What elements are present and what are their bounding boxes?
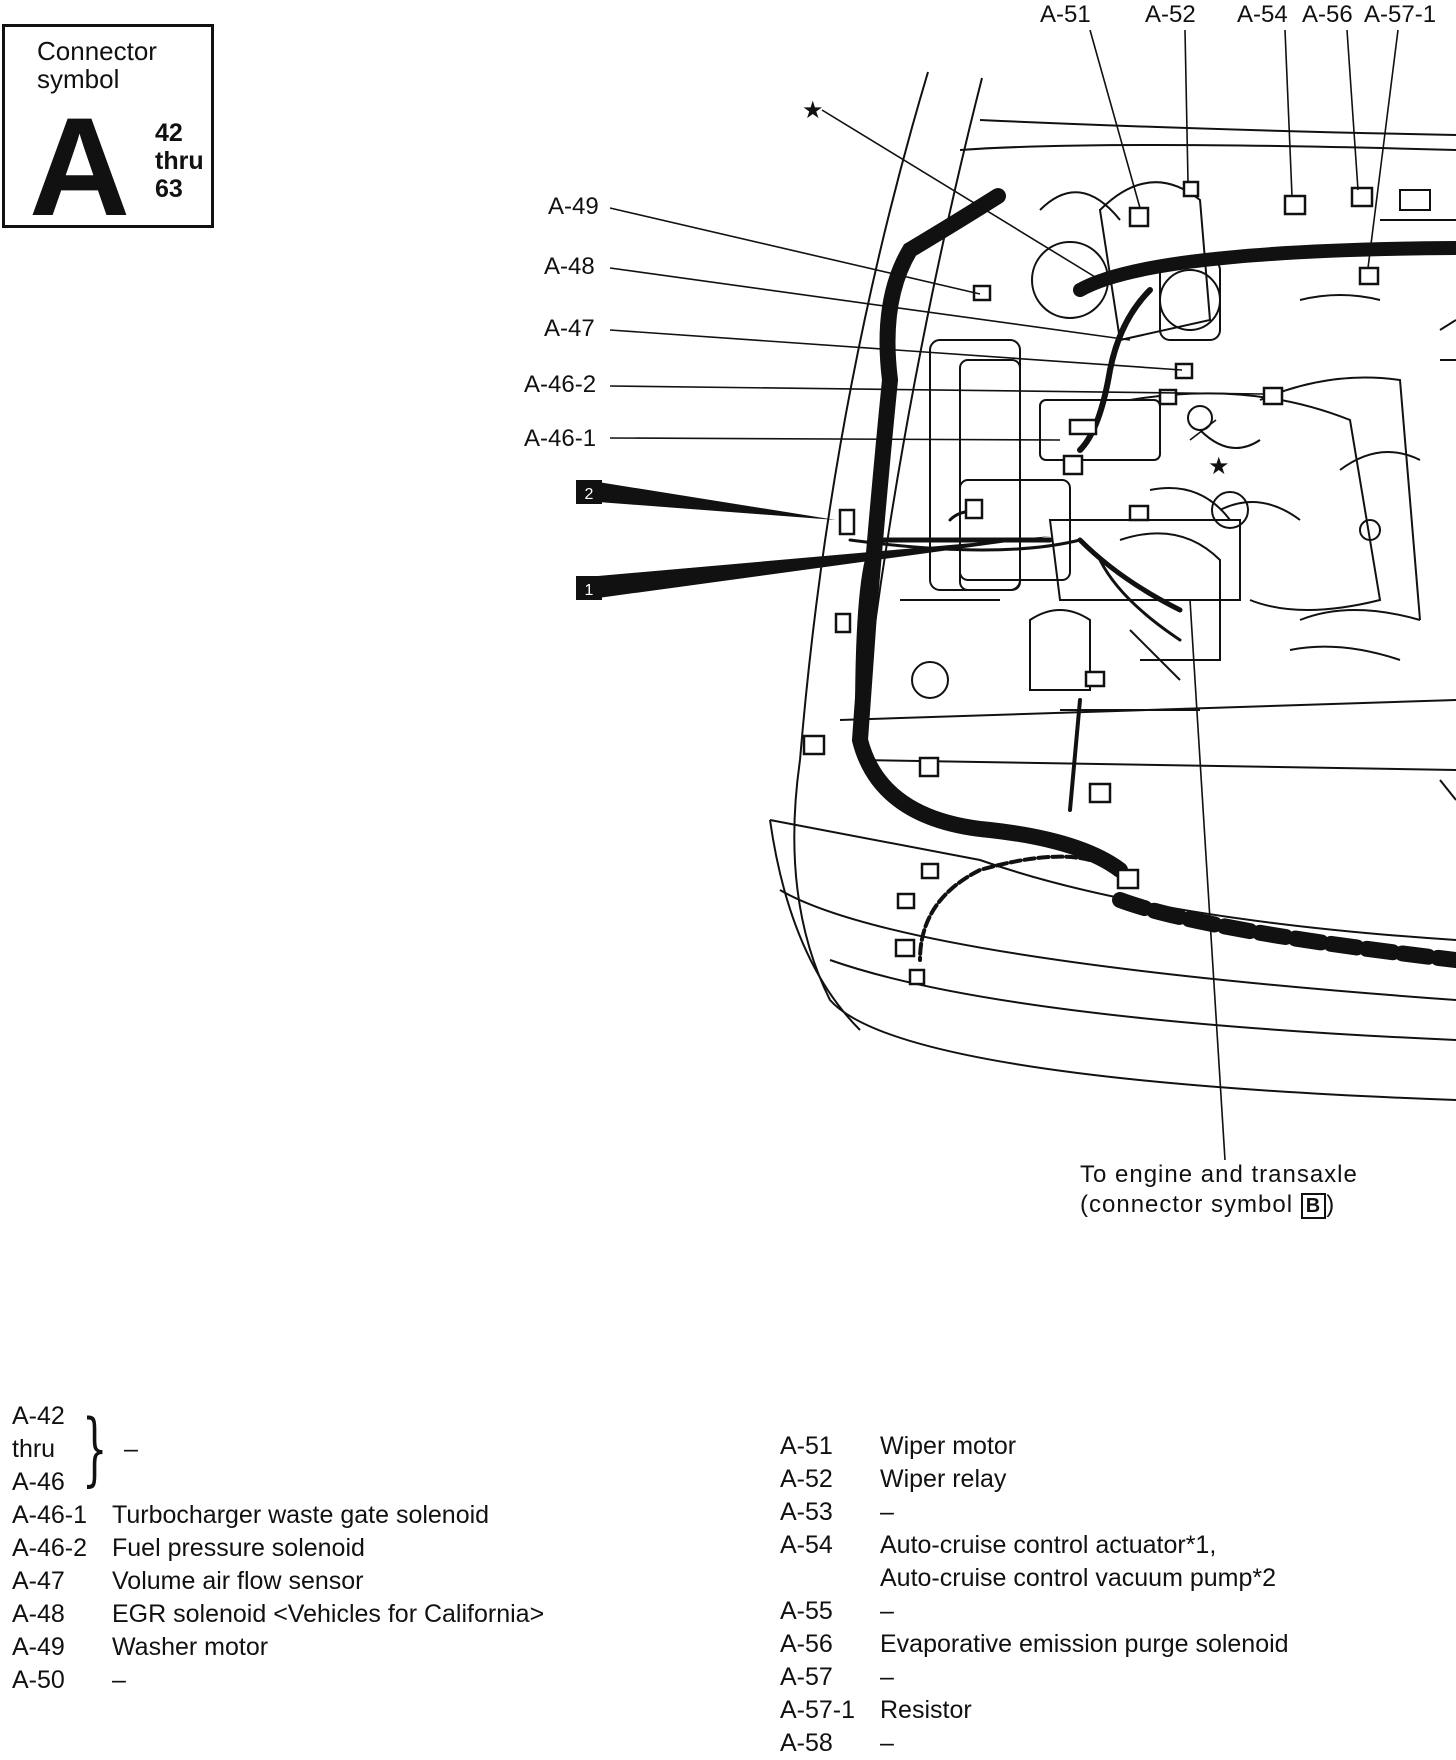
wiring-harness: [848, 188, 1456, 968]
legend-row: A-46-2 Fuel pressure solenoid: [12, 1532, 544, 1565]
legend-desc: Volume air flow sensor: [112, 1567, 364, 1595]
legend-row: A-52 Wiper relay: [780, 1463, 1289, 1496]
legend-code: A-58: [780, 1729, 833, 1757]
legend-code: [780, 1562, 880, 1595]
legend-code: A-53: [780, 1498, 833, 1526]
callout-a46-1: A-46-1: [524, 425, 596, 452]
legend-code: A-56: [780, 1630, 833, 1658]
tag-1-box: [576, 576, 602, 600]
legend-group-code3: A-46: [12, 1468, 65, 1496]
legend-row: A-53 –: [780, 1496, 1289, 1529]
legend-code: A-54: [780, 1531, 833, 1559]
legend-code: A-52: [780, 1465, 833, 1493]
legend-desc: –: [112, 1666, 126, 1694]
legend-desc: Wiper motor: [880, 1432, 1017, 1460]
note-line2: (connector symbol B): [1080, 1190, 1358, 1220]
legend-left: A-42 thru A-46 } – A-46-1 Turbocharger wa…: [12, 1400, 544, 1697]
legend-code: A-46-1: [12, 1501, 88, 1529]
tag-pointers: [576, 480, 1052, 600]
legend-row: A-54 Auto-cruise control actuator*1,: [780, 1529, 1289, 1562]
connector-range: 42 thru 63: [155, 119, 204, 203]
note-line2-pre: (connector symbol: [1080, 1191, 1301, 1218]
note-line1: To engine and transaxle: [1080, 1161, 1358, 1188]
legend-desc: Auto-cruise control actuator*1,: [880, 1531, 1217, 1559]
tag-1-pointer: [598, 536, 1052, 598]
callout-a46-2: A-46-2: [524, 371, 596, 398]
star-marker-top: ★: [802, 97, 824, 124]
leader-lines: [609, 29, 1399, 1161]
symbol-title-line1: Connector: [37, 36, 157, 66]
callout-a56: A-56: [1302, 1, 1353, 28]
range-mid: thru: [155, 147, 204, 175]
star-marker-mid: ★: [1208, 453, 1230, 480]
legend-code: A-47: [12, 1567, 65, 1595]
legend-row: A-57-1 Resistor: [780, 1694, 1289, 1727]
legend-code: A-55: [780, 1597, 833, 1625]
legend-group-code2: thru: [12, 1435, 56, 1463]
legend-code: A-49: [12, 1633, 65, 1661]
range-from: 42: [155, 119, 183, 147]
legend-code: A-51: [780, 1432, 833, 1460]
legend-group-a42-a46: A-42 thru A-46 } –: [12, 1400, 544, 1499]
legend-row: A-46-1 Turbocharger waste gate solenoid: [12, 1499, 544, 1532]
legend-row: Auto-cruise control vacuum pump*2: [780, 1562, 1289, 1595]
legend-row: A-55 –: [780, 1595, 1289, 1628]
legend-code: A-57-1: [780, 1696, 856, 1724]
legend-desc: Fuel pressure solenoid: [112, 1534, 365, 1562]
legend-row: A-49 Washer motor: [12, 1631, 544, 1664]
legend-code: A-48: [12, 1600, 65, 1628]
callout-a54: A-54: [1237, 1, 1288, 28]
callout-a49: A-49: [548, 193, 599, 220]
callout-a48: A-48: [544, 253, 595, 280]
note-line2-post: ): [1326, 1191, 1336, 1218]
legend-desc: Evaporative emission purge solenoid: [880, 1630, 1289, 1658]
callout-a52: A-52: [1145, 1, 1196, 28]
legend-row: A-56 Evaporative emission purge solenoid: [780, 1628, 1289, 1661]
tag-1-label: 1: [585, 582, 594, 599]
range-to: 63: [155, 175, 183, 203]
callout-a47: A-47: [544, 315, 595, 342]
legend-desc: Wiper relay: [880, 1465, 1007, 1493]
connector-symbol-box: Connector symbol A 42 thru 63: [2, 24, 214, 237]
legend-desc: –: [880, 1663, 894, 1691]
legend-desc: –: [880, 1729, 894, 1757]
connector-symbol-title: Connector symbol: [37, 37, 157, 93]
legend-code: A-46-2: [12, 1534, 88, 1562]
legend-row: A-51 Wiper motor: [780, 1430, 1289, 1463]
legend-row: A-58 –: [780, 1727, 1289, 1760]
tag-2-label: 2: [585, 486, 594, 503]
engine-transaxle-note: To engine and transaxle (connector symbo…: [1080, 1160, 1358, 1220]
legend-desc: Turbocharger waste gate solenoid: [112, 1501, 490, 1529]
symbol-title-line2: symbol: [37, 64, 120, 94]
connector-symbol-b-box: B: [1300, 1193, 1327, 1219]
tag-2-box: [576, 480, 602, 504]
legend-row: A-50 –: [12, 1664, 544, 1697]
connector-letter: A: [29, 88, 131, 245]
brace-symbol: }: [82, 1402, 108, 1495]
callout-a51: A-51: [1040, 1, 1091, 28]
legend-right: A-51 Wiper motor A-52 Wiper relay A-53 – A-…: [780, 1430, 1289, 1760]
callout-a57-1: A-57-1: [1364, 1, 1436, 28]
tag-2-pointer: [598, 482, 836, 520]
body-outline: [769, 71, 1456, 1101]
legend-row: A-47 Volume air flow sensor: [12, 1565, 544, 1598]
legend-desc: EGR solenoid <Vehicles for California>: [112, 1600, 545, 1628]
legend-desc: Washer motor: [112, 1633, 269, 1661]
legend-row: A-48 EGR solenoid <Vehicles for Californi…: [12, 1598, 544, 1631]
connector-blocks: [802, 180, 1380, 986]
legend-row: A-57 –: [780, 1661, 1289, 1694]
legend-desc: –: [880, 1498, 894, 1526]
legend-code: A-50: [12, 1666, 65, 1694]
legend-group-code1: A-42: [12, 1402, 65, 1430]
legend-code: A-57: [780, 1663, 833, 1691]
legend-group-desc: –: [124, 1435, 138, 1463]
legend-desc: Resistor: [880, 1696, 972, 1724]
legend-desc: –: [880, 1597, 894, 1625]
legend-desc: Auto-cruise control vacuum pump*2: [880, 1564, 1277, 1592]
